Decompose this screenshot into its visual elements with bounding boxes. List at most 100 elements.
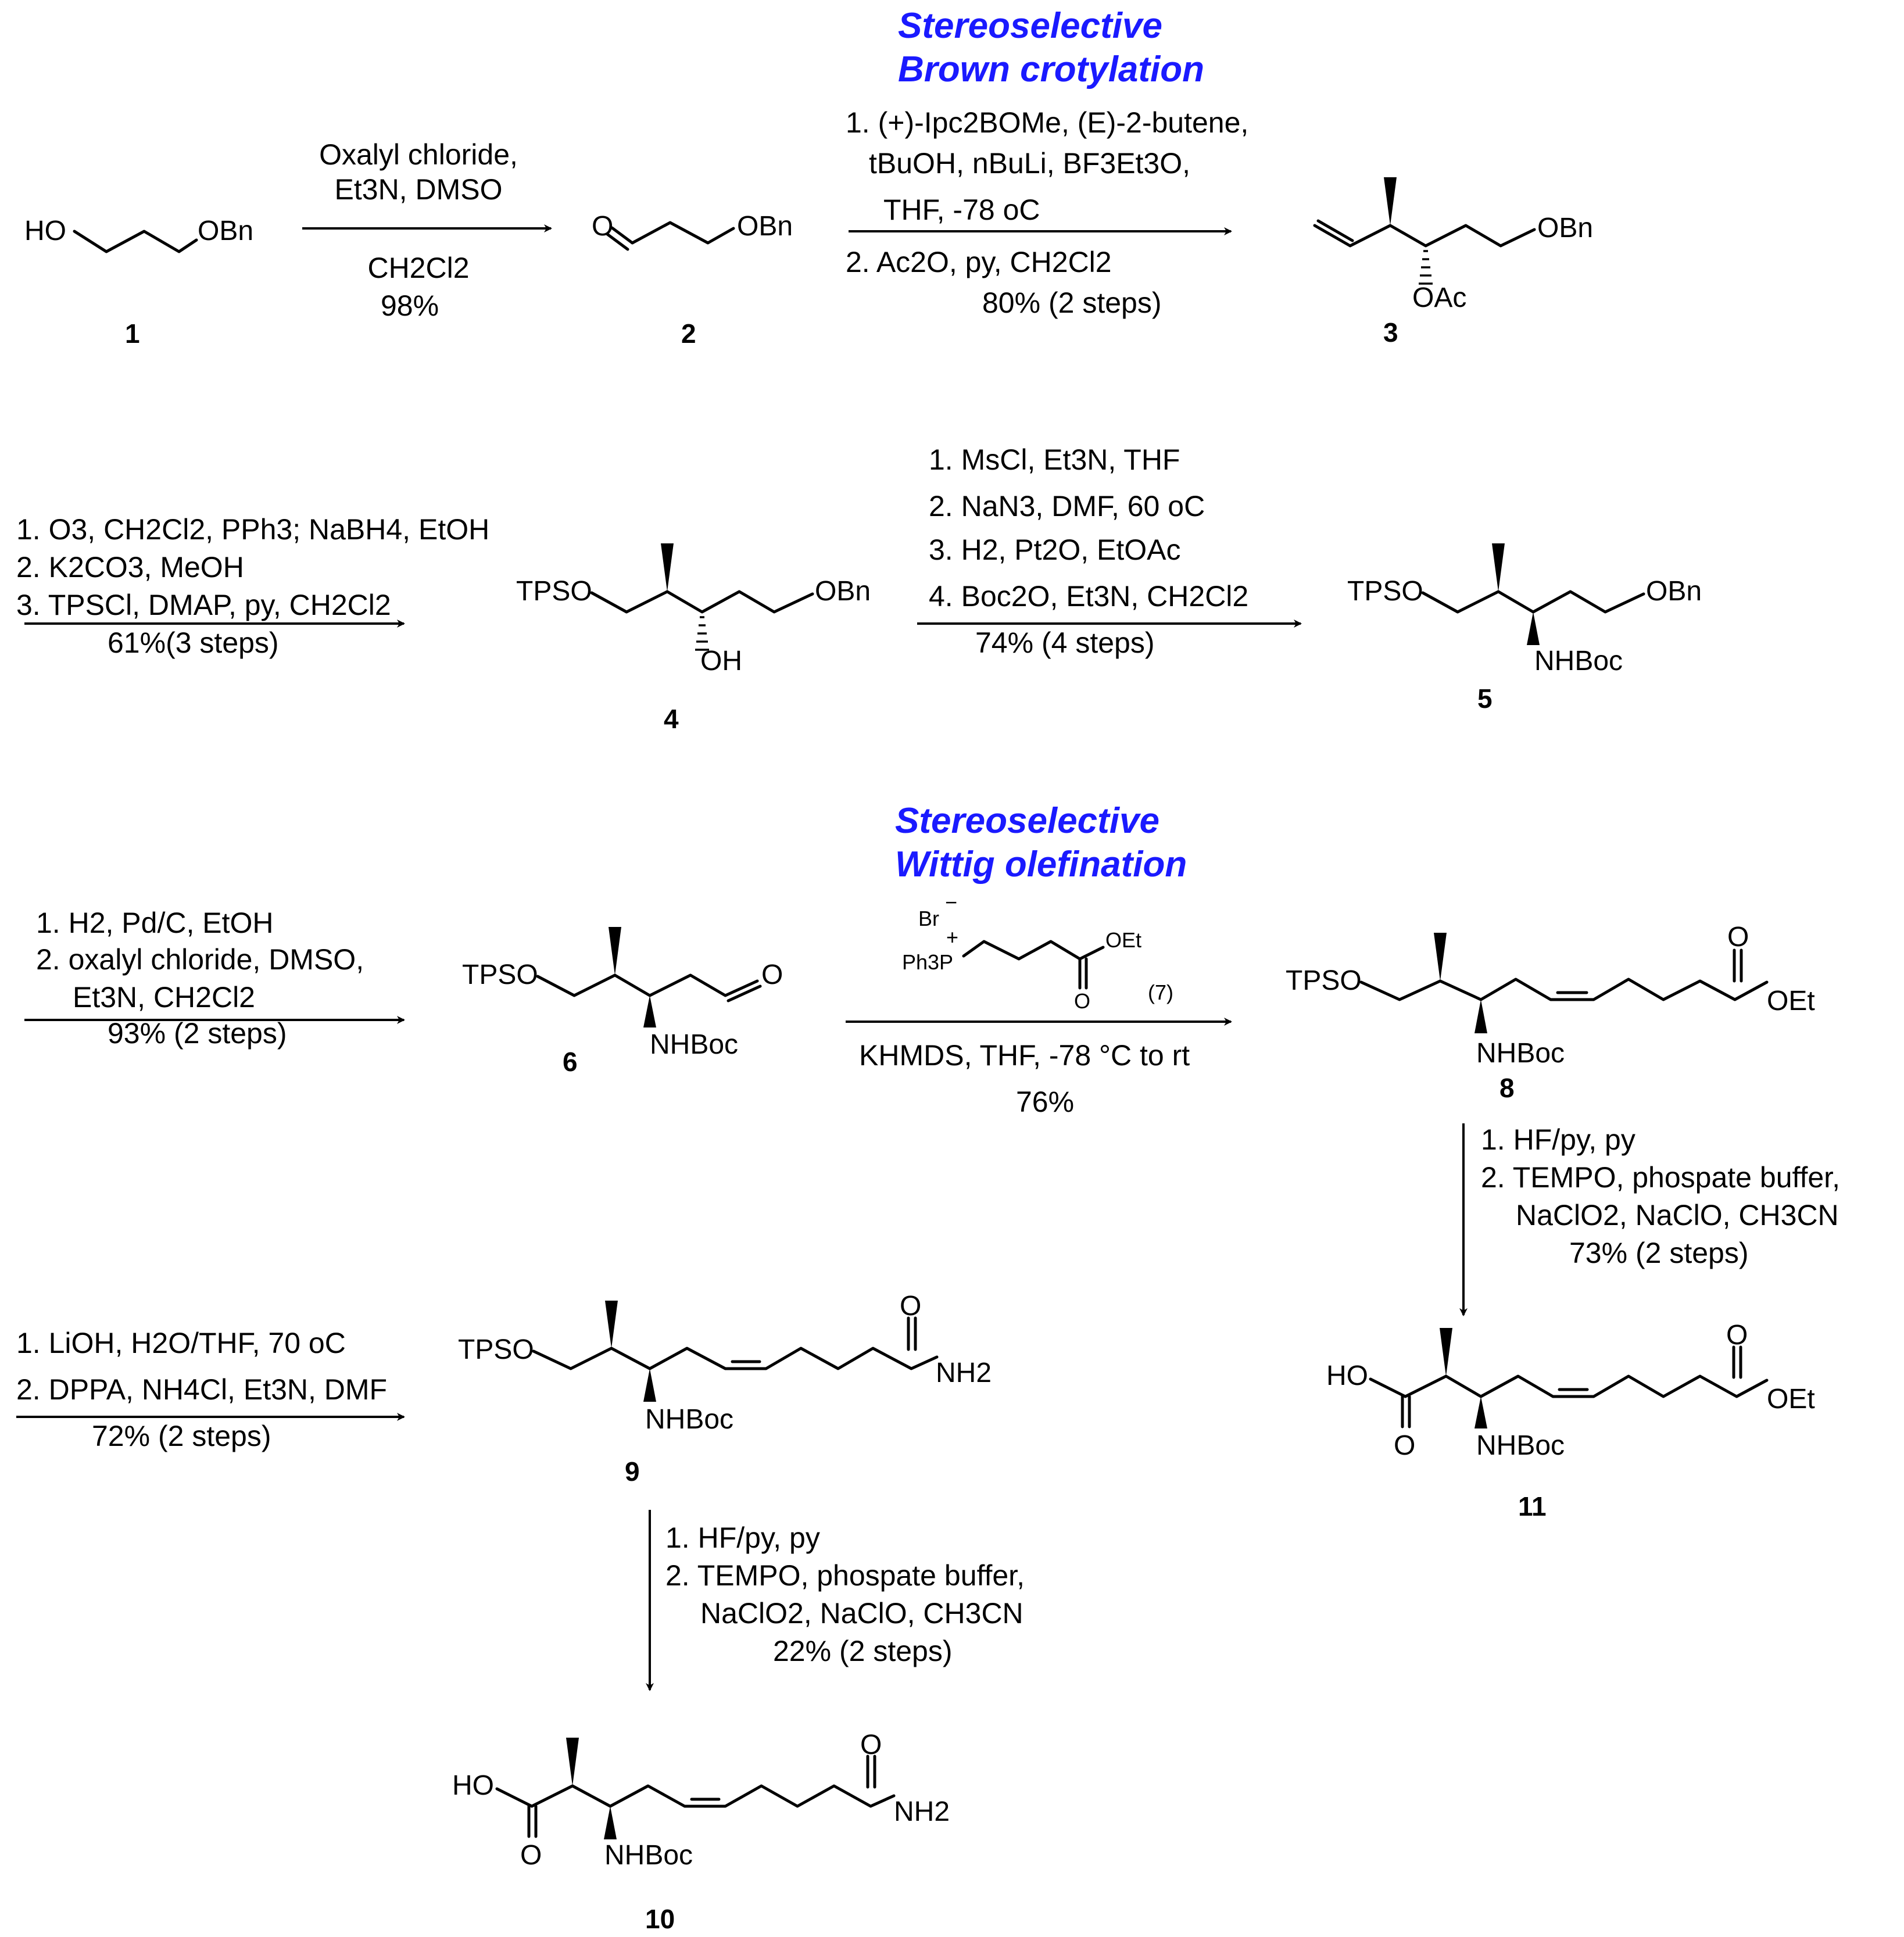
cond-8-line2: 2. DPPA, NH4Cl, Et3N, DMF — [16, 1373, 387, 1406]
compound-6: TPSO O NHBoc 6 — [462, 927, 783, 1077]
nhboc-wedge — [643, 996, 656, 1027]
highlight-brown-line2: Brown crotylation — [898, 49, 1204, 89]
cond-9-line4: 22% (2 steps) — [773, 1635, 952, 1667]
methyl-wedge — [566, 1738, 579, 1786]
cond-4-line5: 74% (4 steps) — [975, 626, 1154, 659]
propyl-chain — [73, 230, 198, 253]
compound-number-9: 9 — [625, 1456, 640, 1487]
cond-3-line3: 3. TPSCl, DMAP, py, CH2Cl2 — [16, 589, 391, 621]
carbon-chain — [532, 1347, 939, 1370]
cond-1-line2: Et3N, DMSO — [335, 173, 503, 206]
cond-5-line3: Et3N, CH2Cl2 — [73, 981, 255, 1014]
methyl-wedge — [1384, 177, 1397, 225]
carbonyl-bond — [610, 226, 634, 245]
compound-number-10: 10 — [645, 1904, 675, 1934]
obn-label: OBn — [1646, 576, 1702, 607]
bromide-label: Br — [918, 907, 939, 930]
ph3p-label: Ph3P — [902, 950, 953, 974]
aldehyde-o-label: O — [761, 959, 783, 990]
conditions-8: 1. LiOH, H2O/THF, 70 oC 2. DPPA, NH4Cl, … — [16, 1327, 387, 1452]
carbon-chain — [590, 590, 814, 614]
cond-4-line3: 3. H2, Pt2O, EtOAc — [929, 534, 1181, 566]
conditions-1: Oxalyl chloride, Et3N, DMSO CH2Cl2 98% — [319, 138, 518, 322]
conditions-2: 1. (+)-Ipc2BOMe, (E)-2-butene, tBuOH, nB… — [846, 106, 1248, 319]
obn-label: OBn — [198, 216, 253, 246]
oh-label: OH — [700, 646, 742, 676]
bromide-charge: − — [945, 890, 957, 914]
nhboc-label: NHBoc — [650, 1029, 738, 1060]
compound-5: TPSO OBn NHBoc 5 — [1347, 543, 1702, 714]
obn-label: OBn — [1537, 213, 1593, 244]
reagent-number-7: (7) — [1148, 980, 1173, 1004]
nhboc-wedge — [1527, 612, 1540, 645]
cond-9-line1: 1. HF/py, py — [665, 1521, 820, 1554]
highlight-brown-line1: Stereoselective — [898, 6, 1162, 46]
cond-5-line2: 2. oxalyl chloride, DMSO, — [36, 943, 364, 976]
hydroxyl-label: HO — [452, 1770, 494, 1801]
carbonyl-o-label: O — [860, 1730, 882, 1760]
compound-10: HO O O NH2 NHBoc 10 — [452, 1730, 950, 1934]
cond-6-line1: KHMDS, THF, -78 °C to rt — [859, 1039, 1190, 1072]
compound-8: TPSO O OEt NHBoc 8 — [1286, 922, 1815, 1103]
phosphonium-charge: + — [946, 925, 958, 949]
compound-number-6: 6 — [563, 1047, 578, 1077]
cond-3-line1: 1. O3, CH2Cl2, PPh3; NaBH4, EtOH — [16, 513, 489, 546]
compound-number-11: 11 — [1518, 1491, 1547, 1521]
oet-label: OEt — [1767, 986, 1815, 1016]
obn-label: OBn — [815, 576, 871, 607]
methyl-wedge — [1440, 1328, 1452, 1376]
conditions-9: 1. HF/py, py 2. TEMPO, phospate buffer, … — [665, 1521, 1025, 1667]
carbon-chain — [495, 1784, 896, 1808]
cond-9-line3: NaClO2, NaClO, CH3CN — [700, 1597, 1023, 1630]
acid-o-label: O — [520, 1840, 542, 1871]
cond-5-line1: 1. H2, Pd/C, EtOH — [36, 907, 273, 939]
hydroxyl-hash — [695, 616, 709, 651]
carbon-chain — [1313, 224, 1536, 248]
cond-2-line3: THF, -78 oC — [883, 194, 1040, 226]
cond-6-line2: 76% — [1016, 1086, 1074, 1118]
compound-number-5: 5 — [1477, 683, 1493, 714]
carbonyl-o-label: O — [1074, 989, 1090, 1013]
cond-8-line1: 1. LiOH, H2O/THF, 70 oC — [16, 1327, 346, 1359]
cond-7-line2: 2. TEMPO, phospate buffer, — [1481, 1161, 1840, 1194]
nhboc-wedge — [643, 1369, 656, 1402]
methyl-wedge — [1434, 933, 1447, 981]
methyl-wedge — [1492, 543, 1505, 592]
compound-number-3: 3 — [1383, 317, 1398, 348]
cond-4-line4: 4. Boc2O, Et3N, CH2Cl2 — [929, 580, 1248, 613]
tpso-label: TPSO — [1286, 965, 1362, 996]
cond-9-line2: 2. TEMPO, phospate buffer, — [665, 1559, 1025, 1592]
carbon-chain — [1359, 978, 1769, 1001]
cond-7-line1: 1. HF/py, py — [1481, 1123, 1635, 1156]
nhboc-wedge — [1474, 1000, 1487, 1033]
oac-label: OAc — [1412, 282, 1466, 313]
compound-2: O OBn 2 — [592, 211, 793, 349]
chain — [631, 221, 735, 245]
cond-1-line1: Oxalyl chloride, — [319, 138, 518, 171]
carbonyl-bond-2 — [606, 232, 629, 251]
tpso-label: TPSO — [1347, 576, 1423, 607]
cond-7-line3: NaClO2, NaClO, CH3CN — [1516, 1199, 1839, 1231]
cond-4-line1: 1. MsCl, Et3N, THF — [929, 443, 1180, 476]
cond-2-line4: 2. Ac2O, py, CH2Cl2 — [846, 246, 1112, 278]
methyl-wedge — [661, 543, 674, 592]
cond-5-line4: 93% (2 steps) — [108, 1017, 287, 1050]
carbon-chain — [1421, 590, 1645, 614]
oet-label: OEt — [1767, 1384, 1815, 1415]
tpso-label: TPSO — [458, 1334, 534, 1365]
acid-o-label: O — [1394, 1430, 1415, 1461]
cond-1-line4: 98% — [381, 289, 439, 322]
nhboc-label: NHBoc — [1534, 646, 1623, 676]
carbonyl-o-label: O — [900, 1291, 921, 1322]
methyl-wedge — [609, 927, 621, 975]
acetate-hash — [1419, 250, 1433, 285]
hydroxyl-label: HO — [1326, 1360, 1368, 1391]
hydroxyl-label: HO — [24, 216, 66, 246]
compound-4: TPSO OBn OH 4 — [516, 543, 871, 734]
obn-label: OBn — [737, 211, 793, 242]
compound-9: TPSO O NH2 NHBoc 9 — [458, 1291, 992, 1487]
aldehyde-double-bond — [726, 984, 762, 1002]
nhboc-label: NHBoc — [645, 1404, 733, 1435]
cond-3-line4: 61%(3 steps) — [108, 626, 279, 659]
